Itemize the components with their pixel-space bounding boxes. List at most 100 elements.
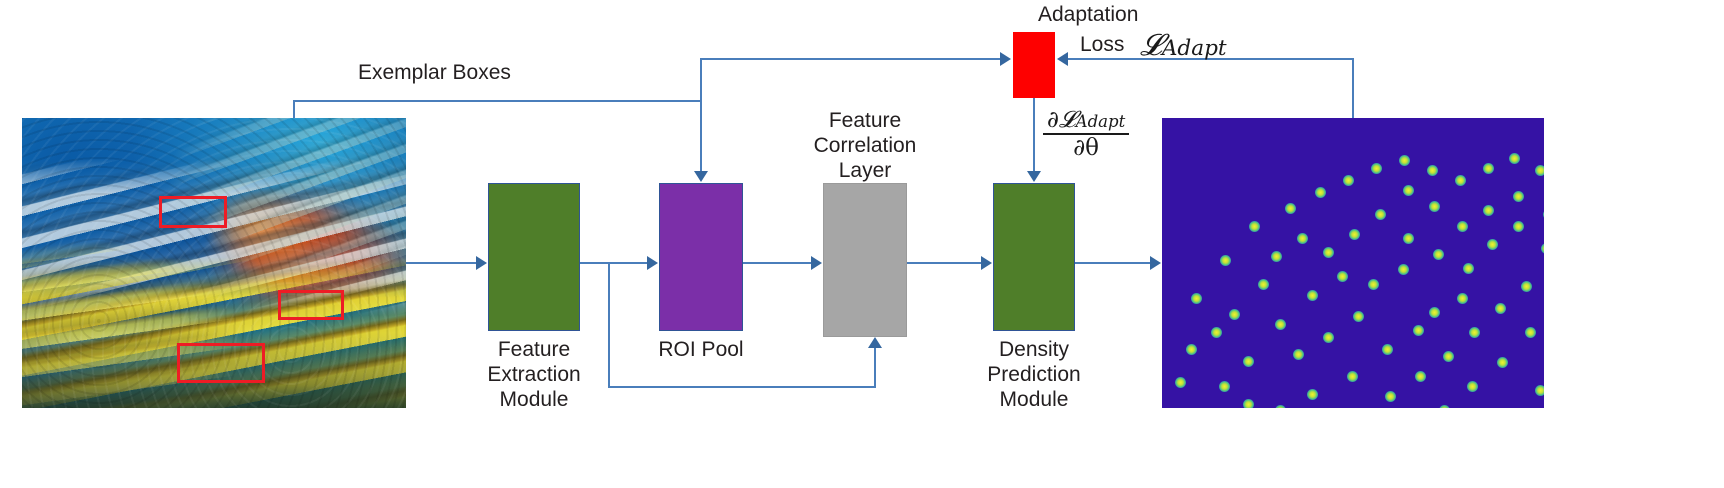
density-dot	[1285, 203, 1296, 214]
density-dot	[1525, 327, 1536, 338]
connector-image-to-feature-extraction	[406, 262, 476, 264]
density-dot	[1249, 221, 1260, 232]
density-dot	[1483, 205, 1494, 216]
connector-skip-branch-up	[874, 348, 876, 388]
density-dot	[1347, 371, 1358, 382]
density-dot	[1487, 239, 1498, 250]
arrowhead-exemplar-to-roi-pool	[694, 171, 708, 182]
feature-correlation-layer-block[interactable]	[823, 183, 907, 337]
density-dot	[1543, 209, 1544, 220]
density-dot	[1229, 309, 1240, 320]
density-dot	[1521, 281, 1532, 292]
gradient-denominator: ∂θ	[1043, 133, 1130, 161]
connector-gradient-down	[1033, 98, 1035, 171]
adaptation-loss-block[interactable]	[1013, 32, 1055, 98]
adaptation-loss-symbol: 𝓛	[1140, 28, 1162, 63]
connector-skip-branch-horizontal	[608, 386, 876, 388]
roi-pool-label: ROI Pool	[658, 338, 744, 361]
arrowhead-to-roi-pool	[647, 256, 658, 270]
arrowhead-into-adaptation-loss-left	[1000, 52, 1011, 66]
density-dot	[1457, 221, 1468, 232]
density-dot	[1535, 385, 1544, 396]
density-map	[1162, 118, 1544, 408]
exemplar-boxes-label: Exemplar Boxes	[358, 61, 511, 84]
connector-feature-extraction-to-roi-pool	[580, 262, 647, 264]
density-dot	[1297, 233, 1308, 244]
density-dot	[1343, 175, 1354, 186]
density-dot	[1375, 209, 1386, 220]
density-dot	[1541, 243, 1544, 254]
density-dot	[1323, 247, 1334, 258]
gradient-math: ∂𝓛Adapt ∂θ	[1043, 107, 1130, 161]
density-dot	[1307, 290, 1318, 301]
arrowhead-gradient-to-density-prediction	[1027, 171, 1041, 182]
density-dot	[1275, 405, 1286, 408]
density-dot	[1429, 201, 1440, 212]
density-dot	[1243, 399, 1254, 408]
connector-skip-branch-vertical	[608, 262, 610, 386]
density-dot	[1349, 229, 1360, 240]
density-prediction-module-block[interactable]	[993, 183, 1075, 331]
density-dot	[1368, 279, 1379, 290]
gradient-numerator: ∂𝓛Adapt	[1043, 107, 1129, 133]
density-dot	[1457, 293, 1468, 304]
density-dot	[1211, 327, 1222, 338]
density-dot	[1455, 175, 1466, 186]
density-prediction-module-label: Density Prediction Module	[987, 338, 1081, 411]
adaptation-loss-subscript: Adapt	[1161, 36, 1227, 61]
loss-label: Loss	[1080, 33, 1125, 56]
exemplar-box-3	[177, 343, 265, 383]
density-dot	[1271, 251, 1282, 262]
density-dot	[1307, 389, 1318, 400]
density-dot	[1398, 264, 1409, 275]
density-dot	[1382, 344, 1393, 355]
connector-roi-pool-to-correlation	[743, 262, 811, 264]
feature-extraction-module-block[interactable]	[488, 183, 580, 331]
underwater-fish-photo	[22, 118, 406, 408]
exemplar-box-1	[159, 196, 227, 228]
gradient-loss-symbol: 𝓛	[1058, 107, 1076, 133]
density-dot	[1513, 221, 1524, 232]
density-dot	[1403, 233, 1414, 244]
density-dot	[1497, 357, 1508, 368]
adaptation-label: Adaptation	[1038, 3, 1139, 26]
density-dot	[1337, 271, 1348, 282]
density-dot	[1509, 153, 1520, 164]
roi-pool-block[interactable]	[659, 183, 743, 331]
density-dot	[1483, 163, 1494, 174]
connector-density-map-up	[1352, 58, 1354, 118]
arrowhead-to-density-map	[1150, 256, 1161, 270]
density-dot	[1353, 311, 1364, 322]
density-dot	[1220, 255, 1231, 266]
density-dot	[1443, 351, 1454, 362]
density-dot	[1429, 307, 1440, 318]
density-dot	[1243, 356, 1254, 367]
arrowhead-skip-to-correlation	[868, 337, 882, 348]
arrowhead-to-density-prediction	[981, 256, 992, 270]
connector-exemplar-down-to-roi	[700, 58, 702, 171]
connector-exemplar-horizontal	[293, 100, 702, 102]
density-dot	[1413, 325, 1424, 336]
density-dot	[1439, 405, 1450, 408]
density-dot	[1175, 377, 1186, 388]
density-dot	[1427, 165, 1438, 176]
density-dot	[1275, 319, 1286, 330]
adaptation-loss-math: 𝓛Adapt	[1140, 28, 1227, 63]
density-dot	[1219, 381, 1230, 392]
connector-exemplar-to-adaptation-loss	[700, 58, 1000, 60]
arrowhead-to-correlation	[811, 256, 822, 270]
connector-correlation-to-density-prediction	[907, 262, 981, 264]
density-dot	[1258, 279, 1269, 290]
arrowhead-into-adaptation-loss-right	[1057, 52, 1068, 66]
density-dot	[1315, 187, 1326, 198]
connector-density-prediction-to-map	[1075, 262, 1150, 264]
density-dot	[1403, 185, 1414, 196]
density-dot	[1513, 191, 1524, 202]
density-dot	[1323, 332, 1334, 343]
density-dot	[1385, 391, 1396, 402]
density-dot	[1399, 155, 1410, 166]
exemplar-box-2	[278, 290, 344, 320]
feature-correlation-layer-label: Feature Correlation Layer	[813, 109, 917, 182]
density-dot	[1191, 293, 1202, 304]
